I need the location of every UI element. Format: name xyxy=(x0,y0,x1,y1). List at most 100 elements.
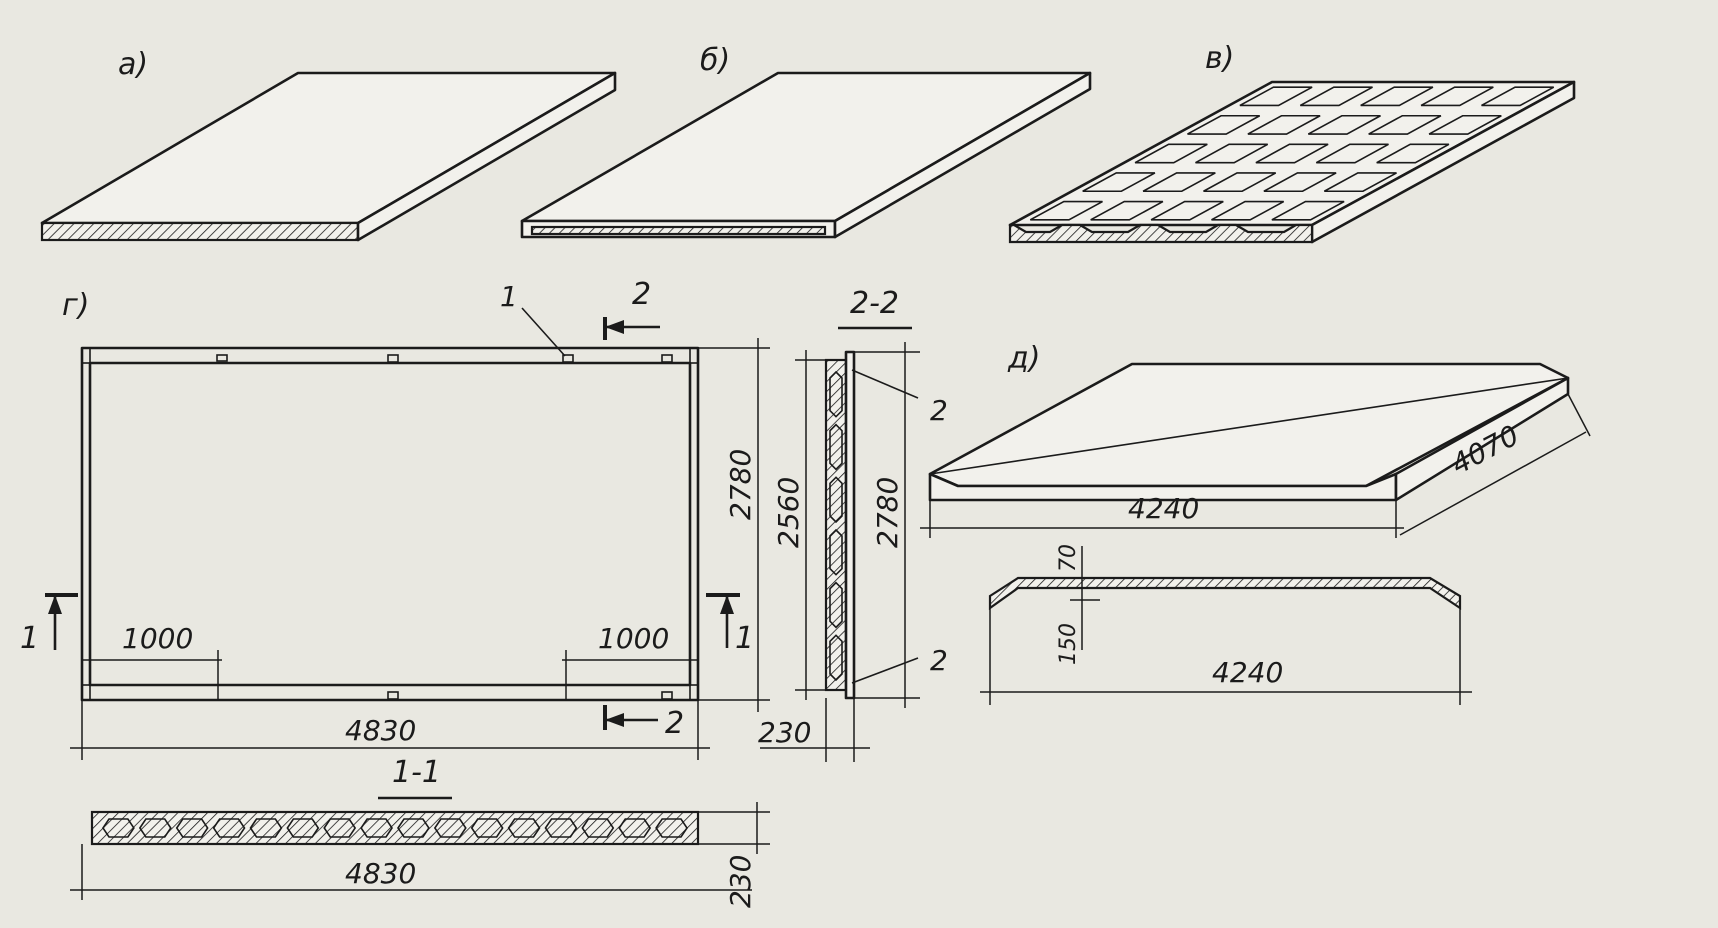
dim-section-rib: 150 xyxy=(1056,623,1081,665)
cut-1-right-label: 1 xyxy=(735,621,754,656)
slab-a-top xyxy=(40,71,617,225)
arrow-head xyxy=(605,713,624,727)
dim-section-thickness: 230 xyxy=(758,716,811,749)
leader-1 xyxy=(521,307,566,357)
waffle-cell xyxy=(1247,114,1321,135)
waffle-cell xyxy=(1307,114,1381,135)
waffle-cell xyxy=(1134,143,1208,164)
dim-section-top: 70 xyxy=(1056,544,1081,572)
dim-left-offset: 1000 xyxy=(122,622,193,655)
waffle-cell xyxy=(1420,86,1494,107)
hollow-void xyxy=(655,818,688,838)
waffle-cell xyxy=(1255,143,1329,164)
waffle-cell xyxy=(1271,200,1345,221)
waffle-cell xyxy=(1299,86,1373,107)
slab-v-front-section xyxy=(1008,223,1314,244)
waffle-cell xyxy=(1376,143,1450,164)
waffle-cell xyxy=(1315,143,1389,164)
lifting-loop xyxy=(661,691,673,700)
label-b: б) xyxy=(700,43,730,78)
cut-2-bottom-label: 2 xyxy=(665,706,684,741)
label-v: в) xyxy=(1205,41,1234,76)
plan-inner-edge xyxy=(88,361,692,687)
corner-notch xyxy=(81,684,91,701)
waffle-cell xyxy=(1029,200,1103,221)
hollow-void xyxy=(433,818,467,838)
waffle-cell xyxy=(1195,143,1269,164)
hollow-void xyxy=(470,818,504,838)
corner-notch xyxy=(81,347,91,364)
slab-a: а) xyxy=(40,47,617,242)
hollow-void xyxy=(507,818,541,838)
hollow-void xyxy=(829,634,843,682)
slab-a-side xyxy=(356,71,617,242)
section-1-1-voids xyxy=(102,818,688,838)
label-d: д) xyxy=(1007,341,1040,376)
callout-2-top: 2 xyxy=(930,394,948,427)
section-2-2-body xyxy=(824,358,848,692)
hollow-void xyxy=(286,818,320,838)
waffle-cell xyxy=(1360,86,1434,107)
hollow-void xyxy=(829,581,843,629)
leader-2 xyxy=(851,657,919,684)
waffle-cell xyxy=(1263,172,1337,193)
lifting-loop xyxy=(661,354,673,363)
slab-d-section xyxy=(988,576,1462,611)
section-2-2-title: 2-2 xyxy=(850,286,899,321)
callout-2-bottom: 2 xyxy=(930,644,948,677)
slab-b-side xyxy=(833,71,1092,239)
hollow-void xyxy=(618,818,652,838)
dim-plan-height: 2780 xyxy=(724,449,757,520)
slab-d: д) 4240 4070 70 150 4240 xyxy=(920,341,1591,705)
dim-slab-d-length: 4240 xyxy=(1128,492,1199,525)
lifting-loop xyxy=(387,354,399,363)
dim-section-1-1-width: 4830 xyxy=(345,857,416,890)
dim-section-length: 4240 xyxy=(1212,656,1283,689)
waffle-cell xyxy=(1368,114,1442,135)
cut-1-left-label: 1 xyxy=(20,621,39,656)
slab-a-front-section xyxy=(40,221,360,242)
waffle-cell xyxy=(1428,114,1502,135)
plan-outer-edge xyxy=(80,346,700,702)
hollow-void xyxy=(212,818,246,838)
section-2-2-voids xyxy=(829,370,843,682)
lifting-loop xyxy=(562,354,574,363)
slab-b: б) xyxy=(520,43,1092,239)
section-2-2: 2-2 2 2 2560 2780 230 xyxy=(758,286,948,762)
section-1-1-body xyxy=(90,810,700,846)
label-a: а) xyxy=(118,47,148,82)
hollow-void xyxy=(829,423,843,471)
hollow-void xyxy=(175,818,209,838)
callout-1: 1 xyxy=(500,280,518,313)
hollow-void xyxy=(102,818,135,838)
corner-notch xyxy=(689,347,699,364)
dim-plan-width: 4830 xyxy=(345,714,416,747)
waffle-cell xyxy=(1323,172,1397,193)
waffle-cell xyxy=(1082,172,1156,193)
arrow-head xyxy=(48,595,62,614)
hollow-void xyxy=(360,818,393,838)
waffle-cell xyxy=(1203,172,1277,193)
waffle-cell xyxy=(1211,200,1285,221)
waffle-cell xyxy=(1090,200,1164,221)
waffle-cell xyxy=(1187,114,1261,135)
leader-2 xyxy=(851,369,919,399)
label-g: г) xyxy=(62,288,89,323)
hollow-void xyxy=(544,818,578,838)
hollow-void xyxy=(581,818,615,838)
hollow-void xyxy=(397,818,430,838)
cut-2-top-label: 2 xyxy=(632,277,651,312)
waffle-cell xyxy=(1142,172,1216,193)
hollow-void xyxy=(829,370,843,418)
hollow-void xyxy=(249,818,283,838)
lifting-loop xyxy=(216,354,228,362)
waffle-cell xyxy=(1481,86,1555,107)
dim-section-outer: 2780 xyxy=(871,477,904,548)
arrow-head xyxy=(720,595,734,614)
arrow-head xyxy=(605,320,624,334)
dim-section-1-1-thickness: 230 xyxy=(724,855,757,908)
section-1-1: 1-1 4830 230 xyxy=(70,755,770,908)
corner-notch xyxy=(689,684,699,701)
hollow-void xyxy=(829,528,843,576)
